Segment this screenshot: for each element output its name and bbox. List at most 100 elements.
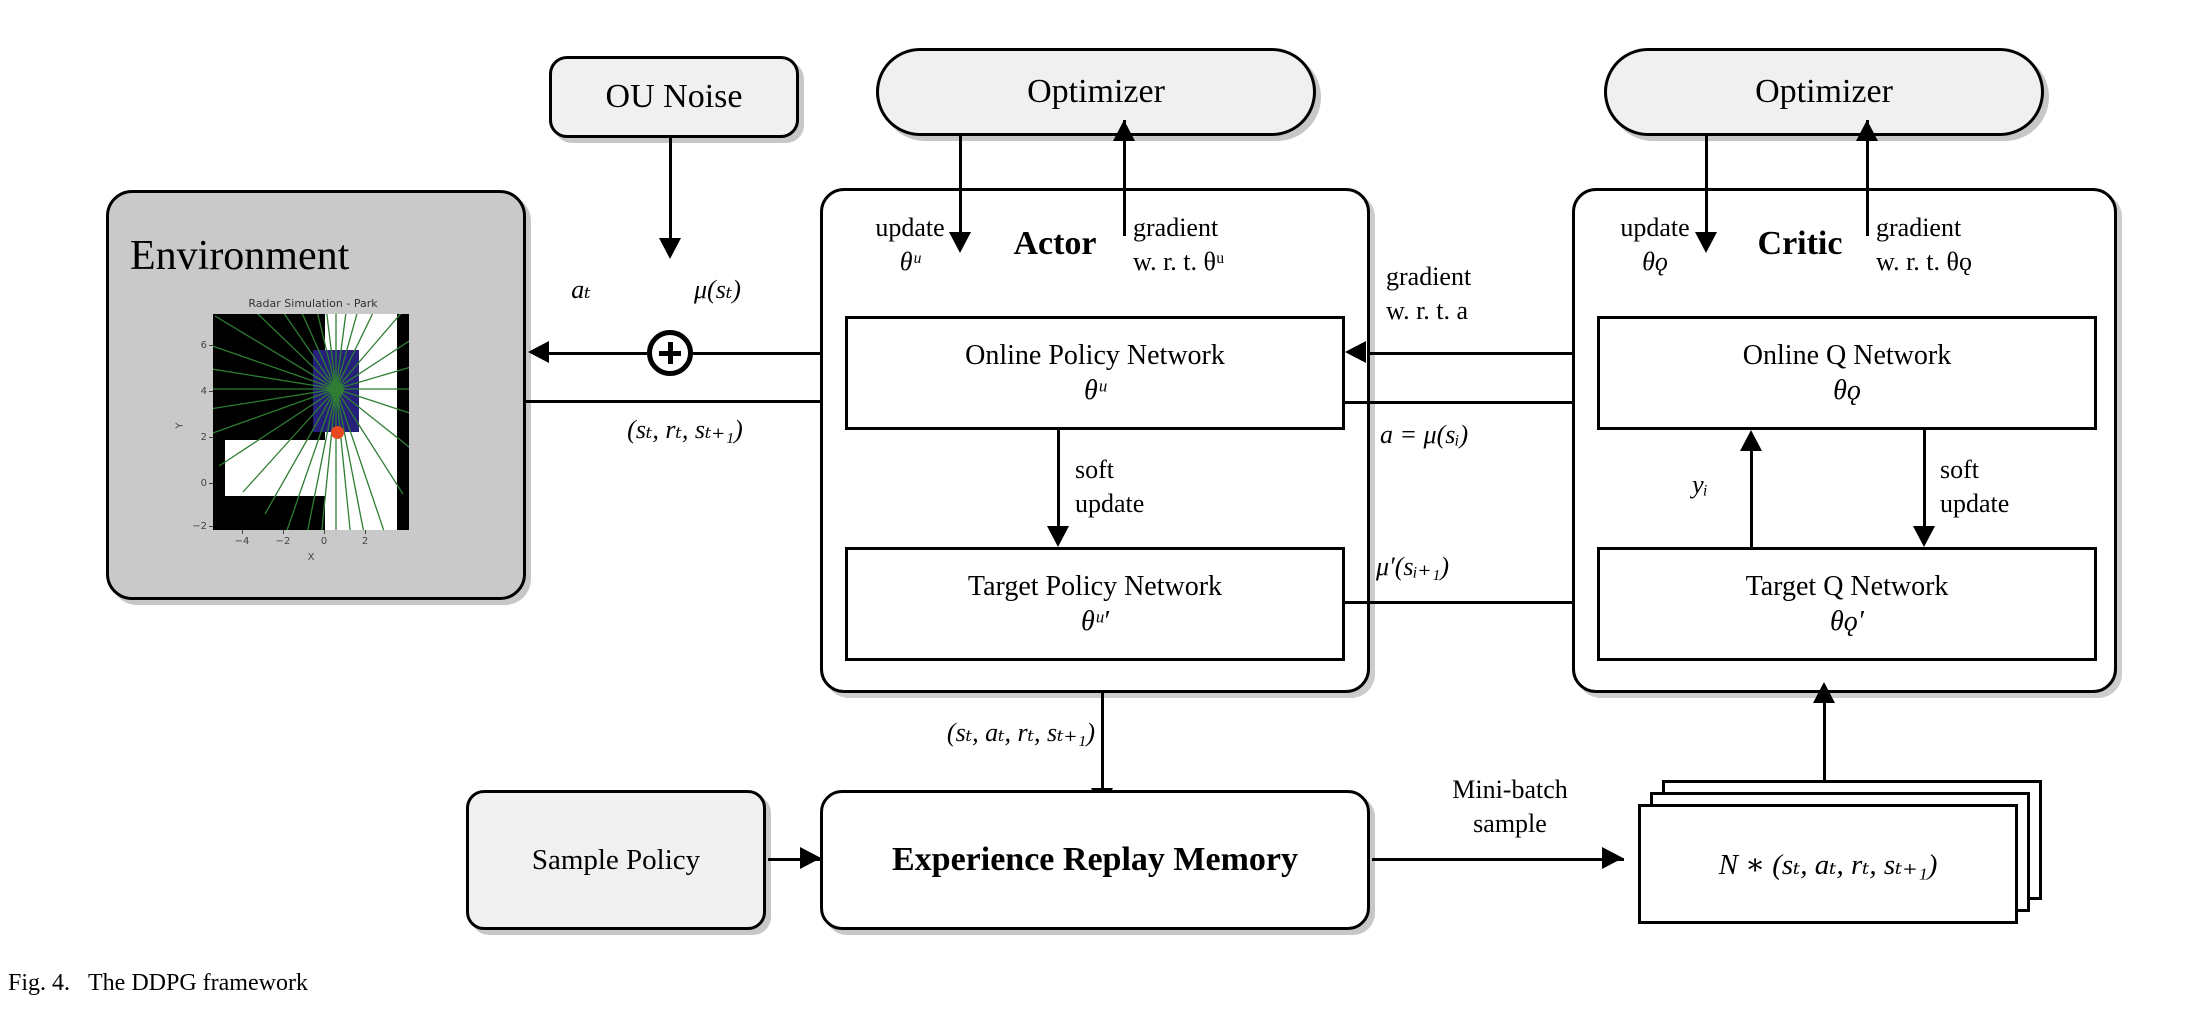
edge-action-left-segment [549, 352, 647, 355]
x-tickmark-2 [365, 530, 366, 534]
edge-sample-to-replay-arrowhead [800, 847, 821, 869]
figure-caption-prefix: Fig. 4. [8, 970, 71, 996]
figure-caption-text: The DDPG framework [88, 970, 308, 996]
ou-noise-label: OU Noise [605, 78, 743, 115]
edge-a-equals-mu-line [1345, 401, 1599, 404]
actor-target-policy-network-name: Target Policy Network [967, 570, 1223, 602]
edge-actor-gradient-line [1123, 120, 1126, 236]
edge-label-policy-output: μ(sₜ) [694, 275, 741, 304]
edge-actor-update-line [959, 136, 962, 236]
edge-critic-gradient-arrowhead [1856, 120, 1878, 141]
actor-target-policy-network-params: θᵘ′ [1080, 606, 1110, 637]
edge-action-arrowhead [528, 341, 549, 363]
radar-rays [213, 314, 409, 530]
critic-title: Critic [1757, 225, 1843, 262]
critic-target-q-network[interactable]: Target Q Network θǫ′ [1597, 547, 2097, 661]
y-tick-6: 6 [200, 340, 207, 351]
actor-target-policy-network[interactable]: Target Policy Network θᵘ′ [845, 547, 1345, 661]
edge-actor-update-arrowhead [949, 232, 971, 253]
edge-action-right-segment [693, 352, 845, 355]
edge-minibatch-label-line1: Mini-batch [1452, 775, 1568, 804]
edge-ou-to-sum-arrowhead [659, 238, 681, 259]
y-tick-neg2: −2 [192, 521, 207, 532]
edge-minibatch-to-critic-line [1823, 700, 1826, 782]
edge-actor-soft-update-line [1057, 430, 1060, 530]
y-tickmark-2 [209, 437, 213, 438]
edge-critic-soft-update-line [1923, 430, 1926, 530]
edge-critic-gradient-line [1866, 120, 1869, 236]
x-tick-neg4: −4 [234, 536, 250, 547]
edge-label-action: aₜ [571, 275, 591, 304]
y-axis-label: Y [174, 422, 186, 429]
environment-title: Environment [130, 233, 350, 279]
edge-gradient-wrt-a-line2: w. r. t. a [1386, 296, 1469, 325]
edge-experience-tuple-line [1101, 693, 1104, 792]
critic-soft-update-line1: soft [1940, 455, 1979, 484]
edge-actor-soft-update-arrowhead [1047, 526, 1069, 547]
edge-label-transition: (sₜ, rₜ, sₜ₊₁) [627, 415, 743, 444]
y-tick-2: 2 [200, 432, 207, 443]
edge-y-i-arrowhead [1740, 430, 1762, 451]
actor-gradient-label-line1: gradient [1133, 213, 1219, 242]
y-tick-4: 4 [200, 386, 207, 397]
x-tickmark-neg4 [242, 530, 243, 534]
actor-update-label-line2: θᵘ [899, 247, 921, 276]
actor-soft-update-line2: update [1075, 489, 1145, 518]
edge-experience-tuple-label: (sₜ, aₜ, rₜ, sₜ₊₁) [946, 718, 1095, 747]
x-tickmark-neg2 [283, 530, 284, 534]
actor-online-policy-network[interactable]: Online Policy Network θᵘ [845, 316, 1345, 430]
sample-policy-label: Sample Policy [531, 843, 701, 876]
figure-caption: Fig. 4. The DDPG framework [8, 970, 908, 997]
goal-marker [331, 426, 344, 439]
edge-minibatch-label-line2: sample [1473, 809, 1547, 838]
y-tickmark-neg2 [209, 526, 213, 527]
x-tick-neg2: −2 [275, 536, 291, 547]
actor-update-label-line1: update [875, 213, 945, 242]
radar-plot-title: Radar Simulation - Park [248, 297, 378, 310]
actor-title: Actor [1013, 225, 1097, 262]
edge-y-i-line [1750, 450, 1753, 547]
critic-optimizer-box[interactable]: Optimizer [1604, 48, 2044, 136]
critic-target-q-network-name: Target Q Network [1745, 570, 1949, 602]
minibatch-card-front[interactable]: N ∗ (sₜ, aₜ, rₜ, sₜ₊₁) [1638, 804, 2018, 924]
x-tickmark-0 [324, 530, 325, 534]
edge-minibatch-arrowhead [1602, 847, 1623, 869]
actor-optimizer-box[interactable]: Optimizer [876, 48, 1316, 136]
edge-actor-gradient-arrowhead [1113, 120, 1135, 141]
edge-critic-update-line [1705, 136, 1708, 236]
critic-online-q-network-params: θǫ [1833, 375, 1861, 406]
critic-online-q-network-name: Online Q Network [1742, 339, 1952, 371]
actor-optimizer-label: Optimizer [1027, 73, 1165, 110]
critic-gradient-label-line1: gradient [1876, 213, 1962, 242]
ou-noise-box[interactable]: OU Noise [549, 56, 799, 138]
y-tickmark-6 [209, 345, 213, 346]
edge-gradient-wrt-a-line [1368, 352, 1598, 355]
edge-mu-prime-line [1345, 601, 1599, 604]
replay-memory-box[interactable]: Experience Replay Memory [820, 790, 1370, 930]
critic-online-q-network[interactable]: Online Q Network θǫ [1597, 316, 2097, 430]
edge-ou-to-sum [669, 138, 672, 242]
critic-target-q-network-params: θǫ′ [1830, 606, 1864, 637]
minibatch-card-label: N ∗ (sₜ, aₜ, rₜ, sₜ₊₁) [1718, 848, 1938, 881]
actor-gradient-label-line2: w. r. t. θᵘ [1133, 247, 1225, 276]
agent-marker [329, 382, 344, 397]
actor-soft-update-line1: soft [1075, 455, 1114, 484]
y-tickmark-0 [209, 483, 213, 484]
critic-optimizer-label: Optimizer [1755, 73, 1893, 110]
y-tickmark-4 [209, 391, 213, 392]
edge-gradient-wrt-a-arrowhead [1345, 341, 1366, 363]
x-axis-label: X [307, 552, 315, 563]
x-tick-2: 2 [361, 536, 369, 547]
critic-update-label-line1: update [1620, 213, 1690, 242]
critic-soft-update-line2: update [1940, 489, 2010, 518]
actor-online-policy-network-params: θᵘ [1084, 375, 1106, 406]
edge-minibatch-to-critic-arrowhead [1813, 682, 1835, 703]
sample-policy-box[interactable]: Sample Policy [466, 790, 766, 930]
radar-plot-area [213, 314, 409, 530]
critic-update-label-line2: θǫ [1642, 247, 1668, 276]
replay-memory-label: Experience Replay Memory [892, 841, 1298, 878]
sum-node [647, 330, 693, 376]
edge-a-equals-mu-label: a = μ(sᵢ) [1380, 420, 1469, 449]
x-tick-0: 0 [320, 536, 328, 547]
